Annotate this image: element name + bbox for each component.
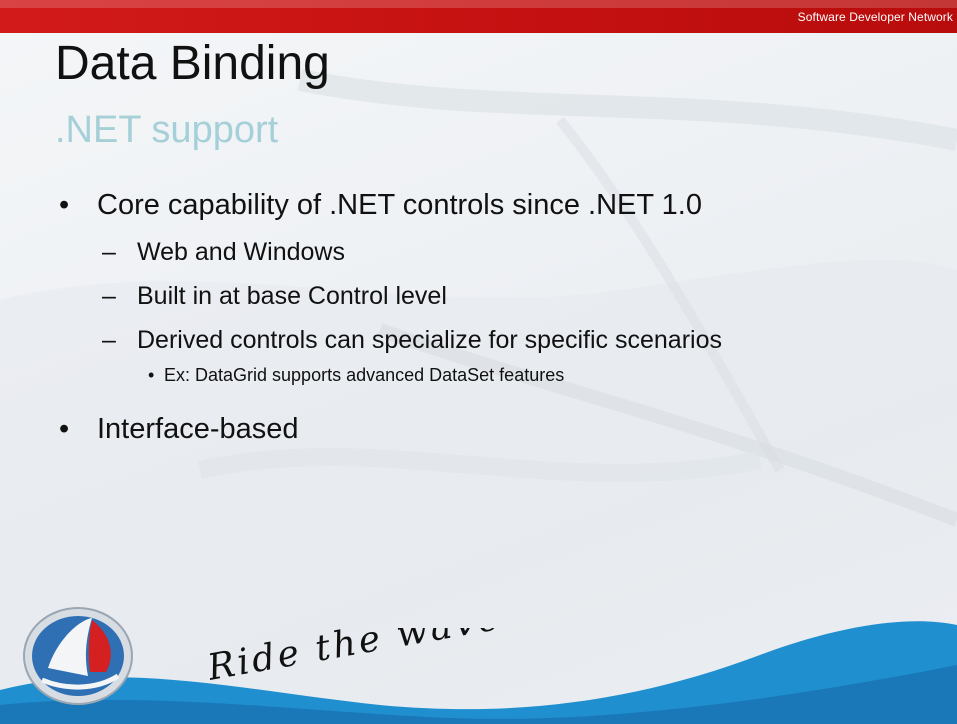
bullet-level2: – Built in at base Control level (55, 281, 955, 311)
bullet-text: Ex: DataGrid supports advanced DataSet f… (164, 364, 565, 385)
bullet-level1: • Core capability of .NET controls since… (55, 188, 955, 223)
sailboat-logo-icon (23, 607, 133, 705)
bullet-icon: • (59, 413, 70, 446)
header-shine (0, 0, 957, 8)
bullet-icon: • (59, 189, 70, 221)
bullet-list: • Core capability of .NET controls since… (55, 188, 955, 461)
bullet-text: Interface-based (97, 413, 299, 446)
dash-icon: – (102, 325, 116, 354)
bullet-text: Built in at base Control level (137, 281, 447, 310)
brand-name: Software Developer Network (797, 10, 953, 24)
slide-subtitle: .NET support (55, 109, 279, 151)
tagline-script: Ride the wave (210, 628, 505, 689)
bullet-icon: • (148, 364, 155, 385)
bullet-level1: • Interface-based (55, 412, 955, 447)
bullet-level2: – Derived controls can specialize for sp… (55, 325, 955, 355)
tagline-text: Ride the wave (210, 628, 505, 689)
bullet-level2: – Web and Windows (55, 237, 955, 267)
bullet-text: Web and Windows (137, 237, 345, 266)
slide-title: Data Binding (55, 37, 330, 90)
bullet-text: Derived controls can specialize for spec… (137, 325, 722, 354)
bullet-level3: • Ex: DataGrid supports advanced DataSet… (55, 365, 955, 387)
dash-icon: – (102, 237, 116, 266)
dash-icon: – (102, 281, 116, 310)
bullet-text: Core capability of .NET controls since .… (97, 189, 702, 221)
top-header-bar: Software Developer Network (0, 0, 957, 33)
